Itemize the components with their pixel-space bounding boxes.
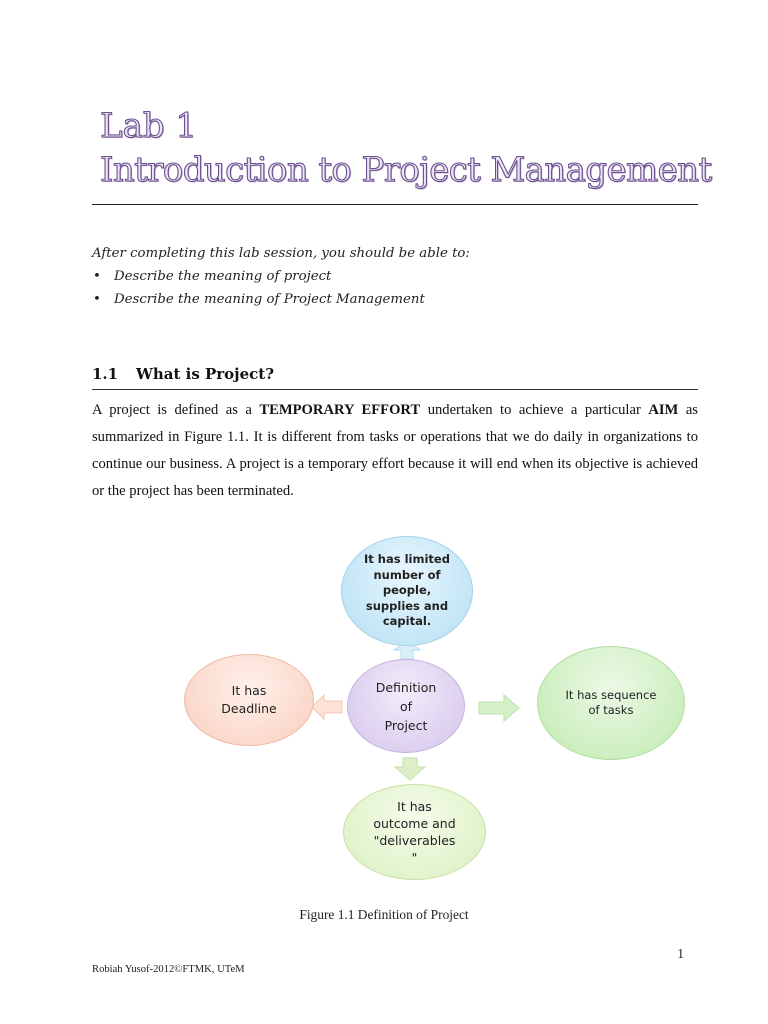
title-divider <box>92 204 698 205</box>
node-definition-of-project: Definition of Project <box>347 659 465 753</box>
section-heading: 1.1 What is Project? <box>92 364 698 384</box>
node-label: It has Deadline <box>221 683 277 716</box>
node-label: It has sequence of tasks <box>565 688 657 717</box>
page-number: 1 <box>677 946 684 961</box>
emphasis-aim: AIM <box>648 402 679 418</box>
section-title: What is Project? <box>136 365 274 383</box>
footer-credit: Robiah Yusof-2012©FTMK, UTeM <box>92 964 245 975</box>
node-label: It has limited number of people, supplie… <box>364 552 450 629</box>
arrow-down-icon <box>393 757 427 781</box>
arrow-right-icon <box>478 693 520 723</box>
objectives-intro: After completing this lab session, you s… <box>92 246 470 261</box>
node-outcome-deliverables: It has outcome and "deliverables " <box>343 784 486 880</box>
emphasis-temporary-effort: TEMPORARY EFFORT <box>259 402 421 418</box>
node-label: Definition of Project <box>375 679 437 733</box>
node-label: It has outcome and "deliverables " <box>373 799 456 865</box>
section-divider <box>92 389 698 390</box>
arrow-left-icon <box>311 693 343 721</box>
node-sequence-of-tasks: It has sequence of tasks <box>537 646 685 760</box>
objective-item: Describe the meaning of Project Manageme… <box>92 288 692 311</box>
learning-objectives: After completing this lab session, you s… <box>92 242 692 311</box>
paragraph-text: undertaken to achieve a particular <box>420 402 649 418</box>
lab-subtitle: Introduction to Project Management <box>99 149 712 190</box>
paragraph-text: A project is defined as a <box>92 402 260 418</box>
figure-caption: Figure 1.1 Definition of Project <box>299 907 469 922</box>
objectives-list: Describe the meaning of project Describe… <box>92 265 692 311</box>
section-number: 1.1 <box>92 365 119 383</box>
objective-item: Describe the meaning of project <box>92 265 692 288</box>
lab-title: Lab 1 <box>99 105 198 146</box>
paragraph-text: as summarized in Figure 1.1. It is diffe… <box>92 402 698 499</box>
definition-paragraph: A project is defined as a TEMPORARY EFFO… <box>92 397 698 505</box>
node-limited-resources: It has limited number of people, supplie… <box>341 536 473 646</box>
node-deadline: It has Deadline <box>184 654 314 746</box>
